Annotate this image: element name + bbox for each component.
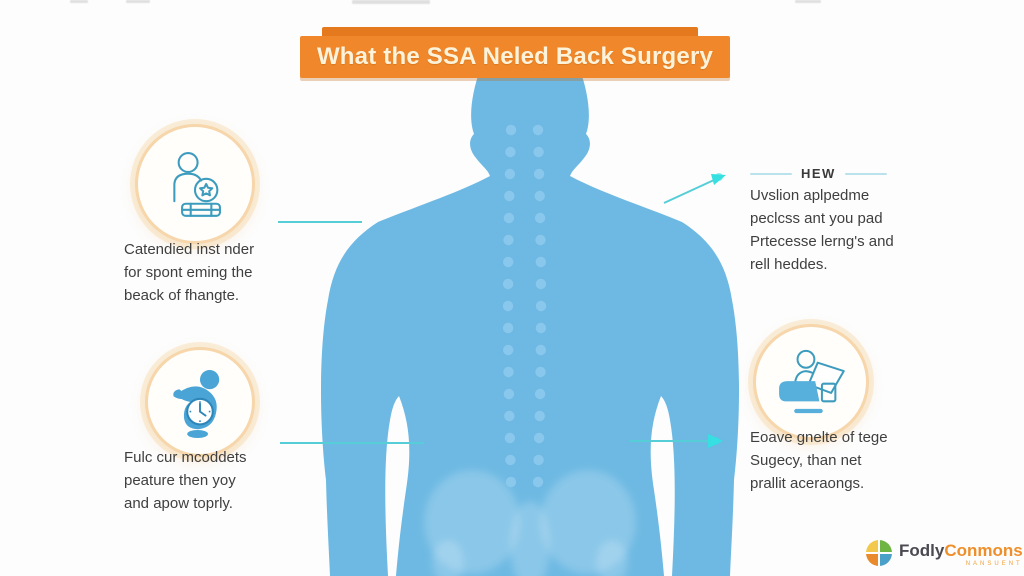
back-silhouette [321,70,739,576]
top-edge-artifact [352,0,430,4]
title-banner: What the SSA Neled Back Surgery [300,36,730,78]
spine-dots [502,124,547,488]
connector-top-right [663,179,715,204]
heading-rule-right [844,172,887,175]
right-icon-circle [753,324,869,440]
left-icon-circle-2 [145,347,255,457]
four-quadrant-circle-logo-icon [866,540,892,566]
left-icon-circle-1 [135,124,255,244]
right-heading: HEW [801,166,836,181]
logo-tagline: NANSUENT [965,561,1023,567]
bent-person-holding-clock-icon [173,370,220,438]
left-caption-1: Catendied inst nder for spont eming the … [124,241,255,304]
pelvis-bones [424,470,636,576]
page-title: What the SSA Neled Back Surgery [316,43,714,70]
connector-arrowheads [708,173,726,448]
connector-lines [278,179,715,444]
person-at-desk-laptop-icon [779,349,845,414]
left-caption-2: Fulc cur mcoddets peature then yoy and a… [124,449,247,512]
right-caption-1: Uvslion aplpedme peclcss ant you pad Prt… [750,187,894,273]
right-caption-2: Eoave gnelte of tege Sugecy, than net pr… [750,429,888,492]
top-edge-artifact [795,0,821,3]
top-edge-artifact [70,0,88,3]
logo-wordmark: FodlyConmons [899,542,1023,560]
logo-text-secondary: Conmons [944,541,1023,560]
top-edge-artifact [126,0,150,3]
footer-logo: FodlyConmons NANSUENT [866,540,1023,567]
logo-text-primary: Fodly [899,541,945,560]
heading-rule-left [750,172,792,175]
right-heading-row: HEW [750,166,890,181]
person-packing-clock-icon [173,152,221,217]
